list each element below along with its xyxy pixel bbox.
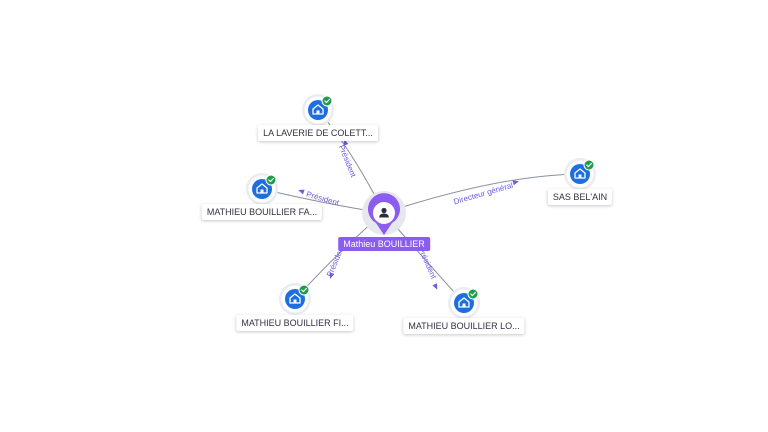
node-core <box>570 164 590 184</box>
check-badge-icon <box>321 95 333 107</box>
company-name-label[interactable]: MATHIEU BOUILLIER FI... <box>236 315 354 331</box>
node-core <box>308 100 328 120</box>
edge-role-label: Président <box>416 246 438 281</box>
company-node[interactable] <box>279 283 311 315</box>
check-badge-icon <box>265 174 277 186</box>
building-icon <box>312 104 324 115</box>
node-core <box>285 289 305 309</box>
building-icon <box>574 168 586 179</box>
company-node[interactable] <box>302 94 334 126</box>
edge-arrow-icon <box>432 283 438 290</box>
relation-edge <box>383 173 581 214</box>
company-name-label[interactable]: SAS BEL'AIN <box>547 189 613 205</box>
company-name-label[interactable]: MATHIEU BOUILLIER LO... <box>403 318 525 334</box>
building-icon <box>458 297 470 308</box>
node-core <box>252 179 272 199</box>
person-name-label[interactable]: Mathieu BOUILLIER <box>338 237 430 251</box>
company-name-label[interactable]: MATHIEU BOUILLIER FA... <box>201 204 323 220</box>
company-name-label[interactable]: LA LAVERIE DE COLETT... <box>258 125 378 141</box>
person-icon <box>379 207 389 218</box>
edge-arrow-icon <box>298 189 305 195</box>
person-node[interactable] <box>362 191 406 235</box>
building-icon <box>289 293 301 304</box>
building-icon <box>256 183 268 194</box>
company-node[interactable] <box>246 173 278 205</box>
check-badge-icon <box>467 288 479 300</box>
node-core <box>454 293 474 313</box>
check-badge-icon <box>298 284 310 296</box>
company-node[interactable] <box>564 158 596 190</box>
edge-arrow-icon <box>512 180 519 186</box>
check-badge-icon <box>583 159 595 171</box>
edge-arrow-icon <box>329 272 335 279</box>
edge-role-label: Directeur général <box>453 181 515 207</box>
company-node[interactable] <box>448 287 480 319</box>
